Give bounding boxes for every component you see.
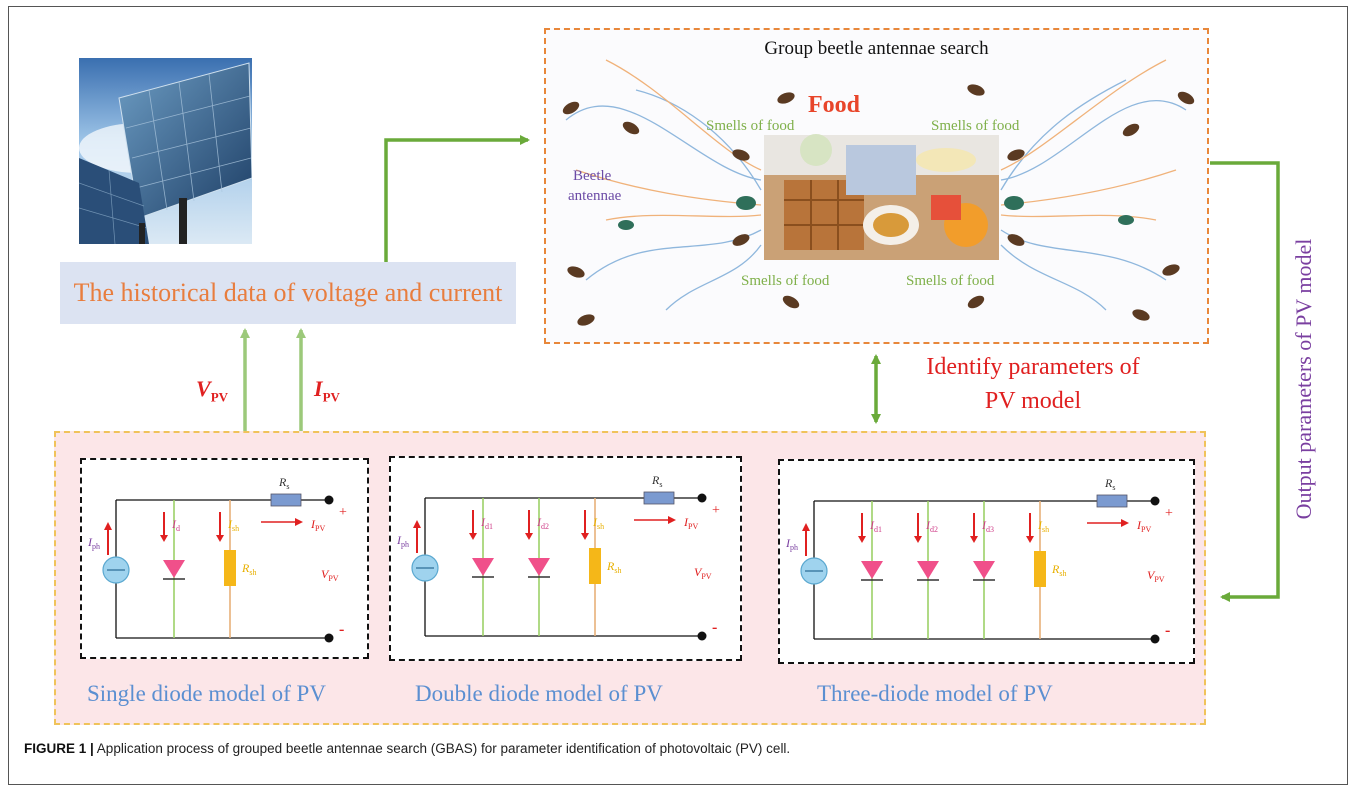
- historical-data-box: The historical data of voltage and curre…: [60, 262, 516, 324]
- ipv-circuit-label: IPV: [683, 515, 698, 531]
- plus-sign: +: [339, 505, 347, 520]
- gbas-panel: Group beetle antennae search: [544, 28, 1209, 344]
- food-label: Food: [808, 92, 861, 118]
- identify-label-line2: PV model: [984, 388, 1082, 414]
- ish-arrow-head: [581, 533, 589, 540]
- ish-arrow-head: [216, 535, 224, 542]
- arrow-output: [1210, 161, 1280, 602]
- terminal-plus: [1150, 496, 1160, 506]
- smell-label-top-left: Smells of food: [706, 118, 795, 134]
- ipv-circuit-label: IPV: [310, 517, 325, 533]
- rs-label: Rs: [1104, 476, 1115, 492]
- double-diode-caption: Double diode model of PV: [415, 681, 663, 706]
- diode-icon: [973, 561, 995, 579]
- ipv-arrow-head: [1121, 519, 1129, 527]
- rs-label: Rs: [278, 475, 289, 491]
- diode-icon: [917, 561, 939, 579]
- diode-icon: [163, 560, 185, 578]
- id-label: Id3: [981, 518, 994, 534]
- id-label: Id1: [480, 515, 493, 531]
- id-arrow-head: [914, 536, 922, 543]
- ish-arrow-head: [1026, 536, 1034, 543]
- id-label: Id1: [869, 518, 882, 534]
- ish-label: Ish: [1037, 518, 1049, 534]
- id-label: Id2: [536, 515, 549, 531]
- single-diode-caption: Single diode model of PV: [87, 681, 326, 706]
- vpv-label: VPV: [196, 376, 229, 405]
- ish-label: Ish: [592, 515, 604, 531]
- iph-label: Iph: [396, 533, 409, 549]
- ish-label: Ish: [227, 517, 239, 533]
- terminal-plus: [697, 493, 707, 503]
- ipv-label: IPV: [314, 376, 340, 405]
- id-arrow-head: [525, 533, 533, 540]
- rs-resistor: [270, 493, 302, 507]
- smell-label-bottom-left: Smells of food: [741, 273, 830, 289]
- gbas-illustration: Food Smells of food Smells of food Smell…: [562, 59, 1195, 326]
- rsh-resistor: [224, 550, 236, 586]
- figure-frame: [8, 6, 1348, 785]
- minus-sign: -: [712, 619, 717, 636]
- iph-arrow-head: [104, 522, 112, 530]
- smell-label-top-right: Smells of food: [931, 118, 1020, 134]
- identify-label-line1: Identify parameters of: [926, 354, 1140, 380]
- arrow-history-to-gbas: [384, 135, 530, 262]
- minus-sign: -: [1165, 622, 1170, 639]
- rsh-resistor: [1034, 551, 1046, 587]
- id-label: Id2: [925, 518, 938, 534]
- ipv-arrow-head: [295, 518, 303, 526]
- rsh-label: Rsh: [1051, 562, 1066, 578]
- rs-resistor: [1096, 494, 1128, 508]
- id-arrow-head: [970, 536, 978, 543]
- vpv-circuit-label: VPV: [1147, 568, 1165, 584]
- vpv-circuit-label: VPV: [321, 567, 339, 583]
- minus-sign: -: [339, 621, 344, 638]
- smell-label-bottom-right: Smells of food: [906, 273, 995, 289]
- rsh-label: Rsh: [606, 559, 621, 575]
- ipv-circuit-label: IPV: [1136, 518, 1151, 534]
- ipv-arrow-head: [668, 516, 676, 524]
- iph-arrow-head: [802, 523, 810, 531]
- vpv-circuit-label: VPV: [694, 565, 712, 581]
- diode-icon: [528, 558, 550, 576]
- terminal-minus: [324, 633, 334, 643]
- rsh-resistor: [589, 548, 601, 584]
- plus-sign: +: [1165, 506, 1173, 521]
- iph-label: Iph: [87, 535, 100, 551]
- id-arrow-head: [469, 533, 477, 540]
- rs-label: Rs: [651, 473, 662, 489]
- terminal-minus: [1150, 634, 1160, 644]
- solar-panel-image: [79, 58, 252, 244]
- rs-resistor: [643, 491, 675, 505]
- rsh-label: Rsh: [241, 561, 256, 577]
- terminal-plus: [324, 495, 334, 505]
- id-arrow-head: [160, 535, 168, 542]
- id-label: Id: [171, 517, 180, 533]
- iph-arrow-head: [413, 520, 421, 528]
- diode-icon: [861, 561, 883, 579]
- diode-icon: [472, 558, 494, 576]
- plus-sign: +: [712, 503, 720, 518]
- id-arrow-head: [858, 536, 866, 543]
- figure-caption: FIGURE 1 | Application process of groupe…: [24, 741, 791, 756]
- terminal-minus: [697, 631, 707, 641]
- gbas-title: Group beetle antennae search: [764, 38, 989, 59]
- antennae-label-line1: Beetle: [573, 168, 612, 184]
- three-diode-caption: Three-diode model of PV: [817, 681, 1053, 706]
- iph-label: Iph: [785, 536, 798, 552]
- antennae-label-line2: antennae: [568, 188, 622, 204]
